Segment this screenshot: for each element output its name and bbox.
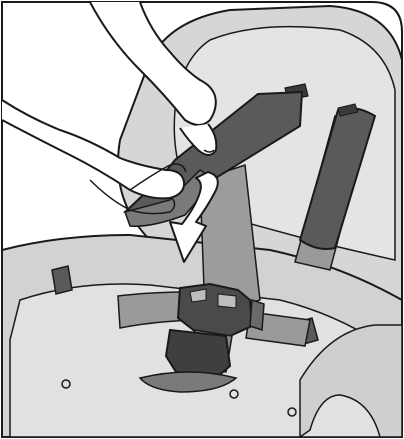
crotch-buckle [166, 330, 230, 378]
side-clip-left [52, 266, 72, 294]
